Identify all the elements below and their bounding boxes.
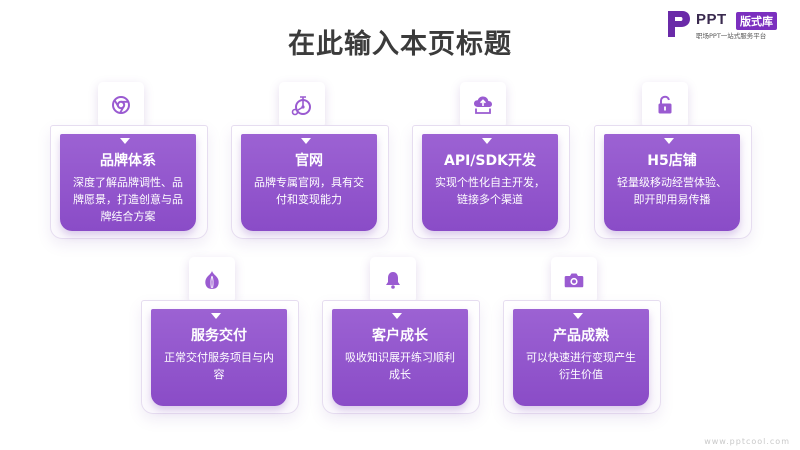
card-title: 服务交付 [191, 328, 247, 344]
logo-mark-icon [668, 11, 690, 37]
pointer-triangle [573, 313, 583, 319]
chrome-icon [112, 96, 130, 114]
brand-logo[interactable]: PPT 版式库 职场PPT一站式服务平台 [666, 8, 788, 42]
card-description: 轻量级移动经营体验、即开即用易传播 [617, 176, 727, 206]
garlic-icon [205, 270, 219, 289]
logo-badge: 版式库 [736, 12, 777, 30]
card-description: 吸收知识展开练习顺利成长 [345, 351, 455, 381]
penny-farthing-icon [291, 96, 311, 116]
card-description: 深度了解品牌调性、品牌愿景，打造创意与品牌结合方案 [73, 176, 183, 223]
card-description: 可以快速进行变现产生衍生价值 [526, 351, 636, 381]
card-customer-growth: 客户成长 吸收知识展开练习顺利成长 [322, 257, 480, 427]
card-title: 产品成熟 [553, 328, 609, 344]
card-panel: 品牌体系 深度了解品牌调性、品牌愿景，打造创意与品牌结合方案 [60, 134, 196, 231]
card-title: 客户成长 [372, 328, 428, 344]
logo-tagline: 职场PPT一站式服务平台 [696, 32, 767, 40]
page-title: 在此输入本页标题 [288, 29, 512, 60]
card-h5-store: H5店铺 轻量级移动经营体验、即开即用易传播 [594, 82, 752, 252]
card-panel: H5店铺 轻量级移动经营体验、即开即用易传播 [604, 134, 740, 231]
bell-icon [386, 272, 400, 289]
camera-icon [564, 273, 584, 288]
card-panel: 官网 品牌专属官网，具有交付和变现能力 [241, 134, 377, 231]
pointer-triangle [211, 313, 221, 319]
card-title: 官网 [295, 153, 323, 169]
card-panel: API/SDK开发 实现个性化自主开发，链接多个渠道 [422, 134, 558, 231]
card-api-sdk: API/SDK开发 实现个性化自主开发，链接多个渠道 [412, 82, 570, 252]
pointer-triangle [392, 313, 402, 319]
card-icon-box [642, 82, 688, 128]
card-title: 品牌体系 [100, 153, 156, 169]
card-panel: 客户成长 吸收知识展开练习顺利成长 [332, 309, 468, 406]
card-icon-box [551, 257, 597, 303]
card-panel: 产品成熟 可以快速进行变现产生衍生价值 [513, 309, 649, 406]
cloud-upload-icon [474, 96, 492, 114]
card-icon-box [279, 82, 325, 128]
card-icon-box [460, 82, 506, 128]
pointer-triangle [664, 138, 674, 144]
pointer-triangle [301, 138, 311, 144]
pointer-triangle [482, 138, 492, 144]
card-panel: 服务交付 正常交付服务项目与内容 [151, 309, 287, 406]
card-title: H5店铺 [647, 153, 697, 169]
pointer-triangle [120, 138, 130, 144]
card-website: 官网 品牌专属官网，具有交付和变现能力 [231, 82, 389, 252]
card-product-maturity: 产品成熟 可以快速进行变现产生衍生价值 [503, 257, 661, 427]
card-description: 实现个性化自主开发，链接多个渠道 [435, 176, 545, 206]
card-icon-box [189, 257, 235, 303]
watermark: www.pptcool.com [704, 437, 790, 446]
card-description: 正常交付服务项目与内容 [164, 351, 274, 381]
card-description: 品牌专属官网，具有交付和变现能力 [254, 176, 364, 206]
logo-brand-text: PPT [696, 11, 727, 28]
unlock-icon [658, 95, 672, 114]
card-service-delivery: 服务交付 正常交付服务项目与内容 [141, 257, 299, 427]
card-icon-box [98, 82, 144, 128]
card-icon-box [370, 257, 416, 303]
card-title: API/SDK开发 [444, 153, 536, 169]
card-brand-system: 品牌体系 深度了解品牌调性、品牌愿景，打造创意与品牌结合方案 [50, 82, 208, 252]
